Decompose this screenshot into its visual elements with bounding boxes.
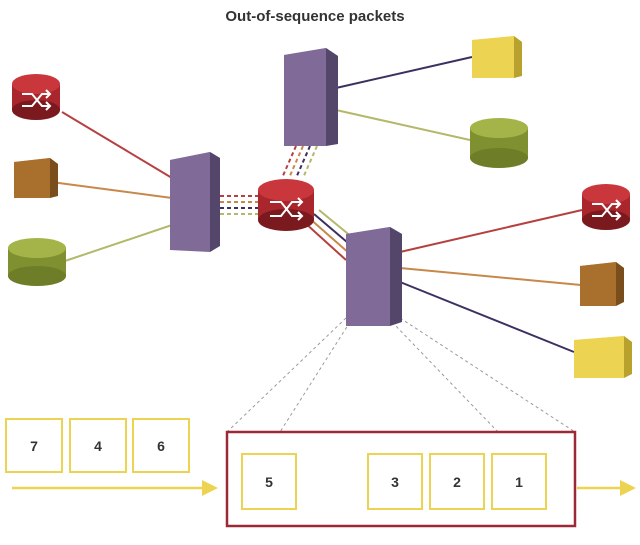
arrow-right-icon xyxy=(202,480,218,496)
packet-box xyxy=(367,453,423,510)
server-right xyxy=(580,262,624,306)
diagram-title: Out-of-sequence packets xyxy=(225,8,404,25)
storage-top xyxy=(470,118,528,168)
storage-left xyxy=(8,238,66,286)
packet-label: 7 xyxy=(30,438,38,454)
packet-box xyxy=(5,418,63,473)
arrow-in xyxy=(12,480,218,496)
arrow-out xyxy=(577,480,636,496)
link-disk-left xyxy=(61,224,173,263)
packet-label: 4 xyxy=(94,438,102,454)
link-router-left xyxy=(61,111,173,179)
packet-label: 1 xyxy=(515,474,523,490)
queue-buffer: 5 3 2 1 xyxy=(241,453,547,510)
packet-label: 6 xyxy=(157,438,165,454)
client-top xyxy=(472,36,522,78)
trunk-top-router xyxy=(281,145,318,179)
link-disk-top xyxy=(335,109,471,141)
packet-box xyxy=(69,418,127,473)
packet-label: 3 xyxy=(391,474,399,490)
router-icon xyxy=(12,74,60,94)
server-left xyxy=(14,158,58,198)
switch-top xyxy=(284,48,338,146)
packet-box xyxy=(132,418,190,473)
links xyxy=(35,56,583,433)
link-server-right xyxy=(399,267,582,286)
router-left xyxy=(12,74,60,120)
queue-left: 7 4 6 xyxy=(5,418,190,473)
switch-bottom xyxy=(346,227,402,326)
arrow-right-icon xyxy=(620,480,636,496)
packet-label: 2 xyxy=(453,474,461,490)
router-icon xyxy=(258,179,314,201)
router-icon xyxy=(582,184,630,204)
packet-box xyxy=(241,453,297,510)
zoom-lines xyxy=(226,317,576,433)
link-router-right xyxy=(399,209,583,253)
packet-box xyxy=(429,453,485,510)
storage-icon xyxy=(8,238,66,258)
switch-left xyxy=(170,152,220,252)
client-right xyxy=(574,336,632,378)
trunk-left-router xyxy=(220,195,258,215)
router-center xyxy=(258,179,314,231)
link-cube-top xyxy=(335,56,473,89)
storage-icon xyxy=(470,118,528,138)
link-server-left xyxy=(35,179,173,199)
packet-box xyxy=(491,453,547,510)
packet-label: 5 xyxy=(265,474,273,490)
router-right xyxy=(582,184,630,230)
link-cube-right xyxy=(399,281,575,353)
